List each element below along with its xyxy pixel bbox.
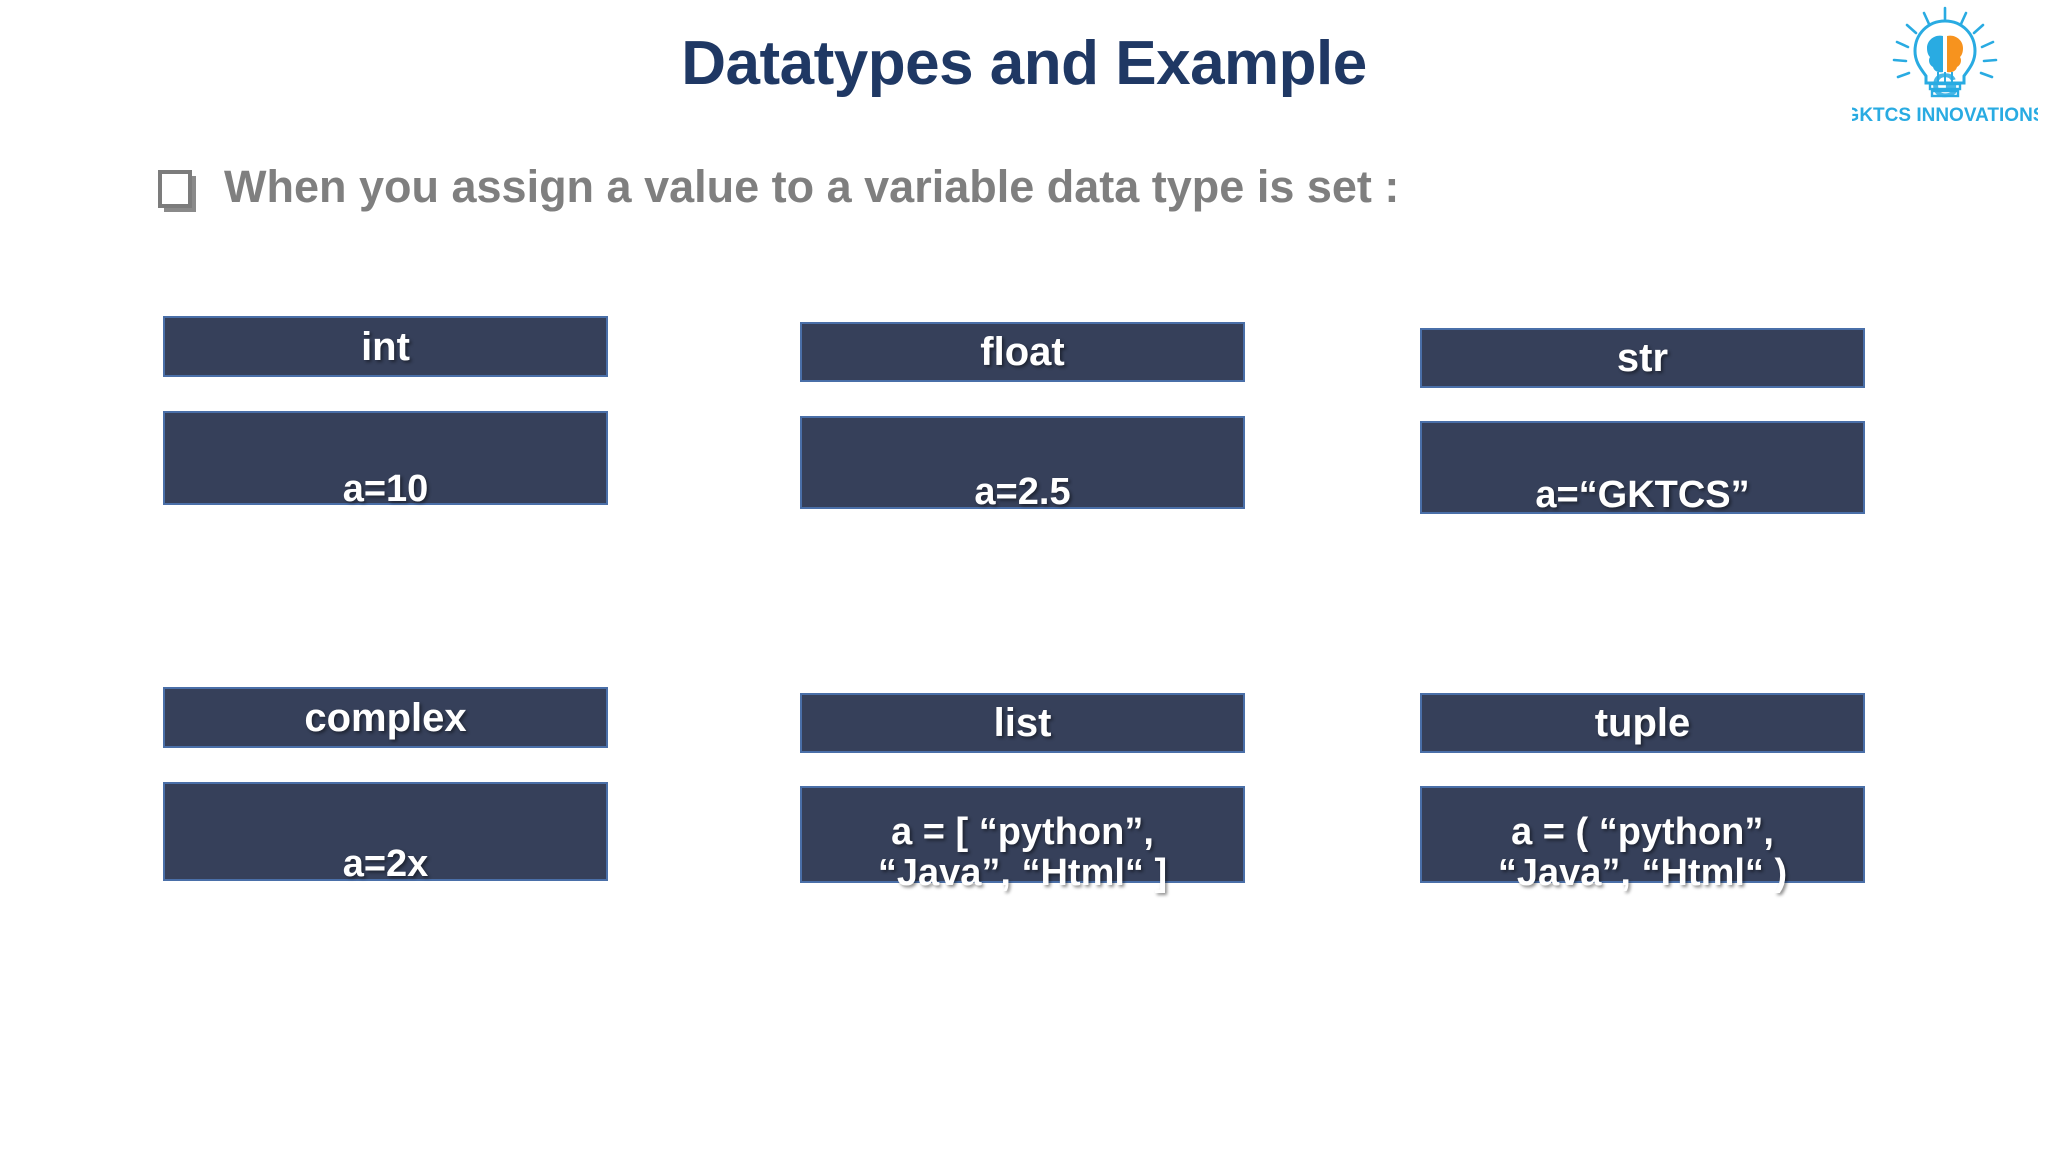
- datatype-value-int: a=10: [163, 411, 608, 510]
- datatype-label-text: str: [1616, 336, 1669, 380]
- datatype-value-text: a = [ “python”, “Java”, “Html“ ]: [877, 811, 1168, 895]
- logo-wordmark: GKTCS INNOVATIONS: [1852, 105, 2038, 126]
- datatype-label-text: complex: [304, 695, 467, 740]
- svg-text:G: G: [1932, 67, 1958, 105]
- gktcs-innovations-logo: G GKTCS INNOVATIONS: [1852, 4, 2038, 126]
- datatype-value-str: a=“GKTCS”: [1420, 421, 1865, 516]
- datatype-label-float: float: [800, 322, 1245, 382]
- datatype-value-tuple: a = ( “python”, “Java”, “Html“ ): [1420, 786, 1865, 894]
- hollow-square-bullet-icon: [158, 170, 192, 208]
- datatype-value-complex: a=2x: [163, 782, 608, 885]
- datatype-value-text: a = ( “python”, “Java”, “Html“ ): [1497, 811, 1788, 895]
- datatype-label-text: list: [993, 701, 1052, 745]
- datatype-value-text: a=2.5: [974, 471, 1071, 513]
- datatype-value-text: a=2x: [342, 843, 429, 885]
- bullet-row: When you assign a value to a variable da…: [158, 162, 1399, 212]
- datatype-value-text: a=10: [342, 468, 429, 510]
- datatype-value-list: a = [ “python”, “Java”, “Html“ ]: [800, 786, 1245, 894]
- datatype-label-int: int: [163, 316, 608, 377]
- datatype-value-text: a=“GKTCS”: [1535, 474, 1750, 516]
- datatype-label-text: float: [980, 330, 1065, 374]
- bullet-text: When you assign a value to a variable da…: [224, 161, 1400, 212]
- datatype-label-tuple: tuple: [1420, 693, 1865, 753]
- page-title: Datatypes and Example: [681, 29, 1367, 98]
- datatype-label-list: list: [800, 693, 1245, 753]
- datatype-value-float: a=2.5: [800, 416, 1245, 513]
- datatype-label-str: str: [1420, 328, 1865, 388]
- datatype-label-text: int: [361, 324, 410, 369]
- datatype-label-complex: complex: [163, 687, 608, 748]
- datatype-label-text: tuple: [1594, 701, 1691, 745]
